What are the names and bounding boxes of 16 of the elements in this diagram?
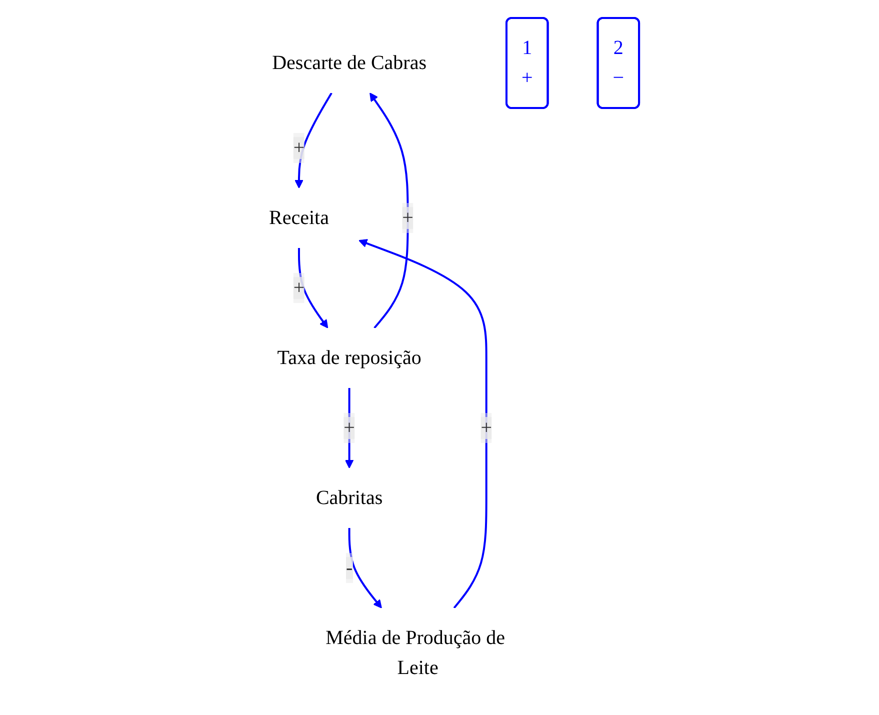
arrow — [298, 248, 329, 328]
edge-label: - — [346, 556, 354, 578]
edge-label: + — [294, 136, 306, 158]
edge-label: + — [481, 416, 492, 438]
edge-label: + — [294, 276, 306, 298]
node-text: Receita — [269, 206, 330, 228]
arrow — [348, 528, 382, 608]
arrow — [359, 238, 488, 608]
node-text: Cabritas — [316, 486, 384, 508]
edge-label: + — [344, 416, 356, 438]
arrow — [295, 92, 333, 188]
node-text: Média de Produção de Leite — [326, 626, 506, 678]
arrow — [370, 92, 410, 328]
edge-label: + — [402, 206, 414, 228]
node-text: Taxa de reposição — [278, 346, 422, 368]
node-text: Descarte de Cabras — [272, 52, 427, 74]
